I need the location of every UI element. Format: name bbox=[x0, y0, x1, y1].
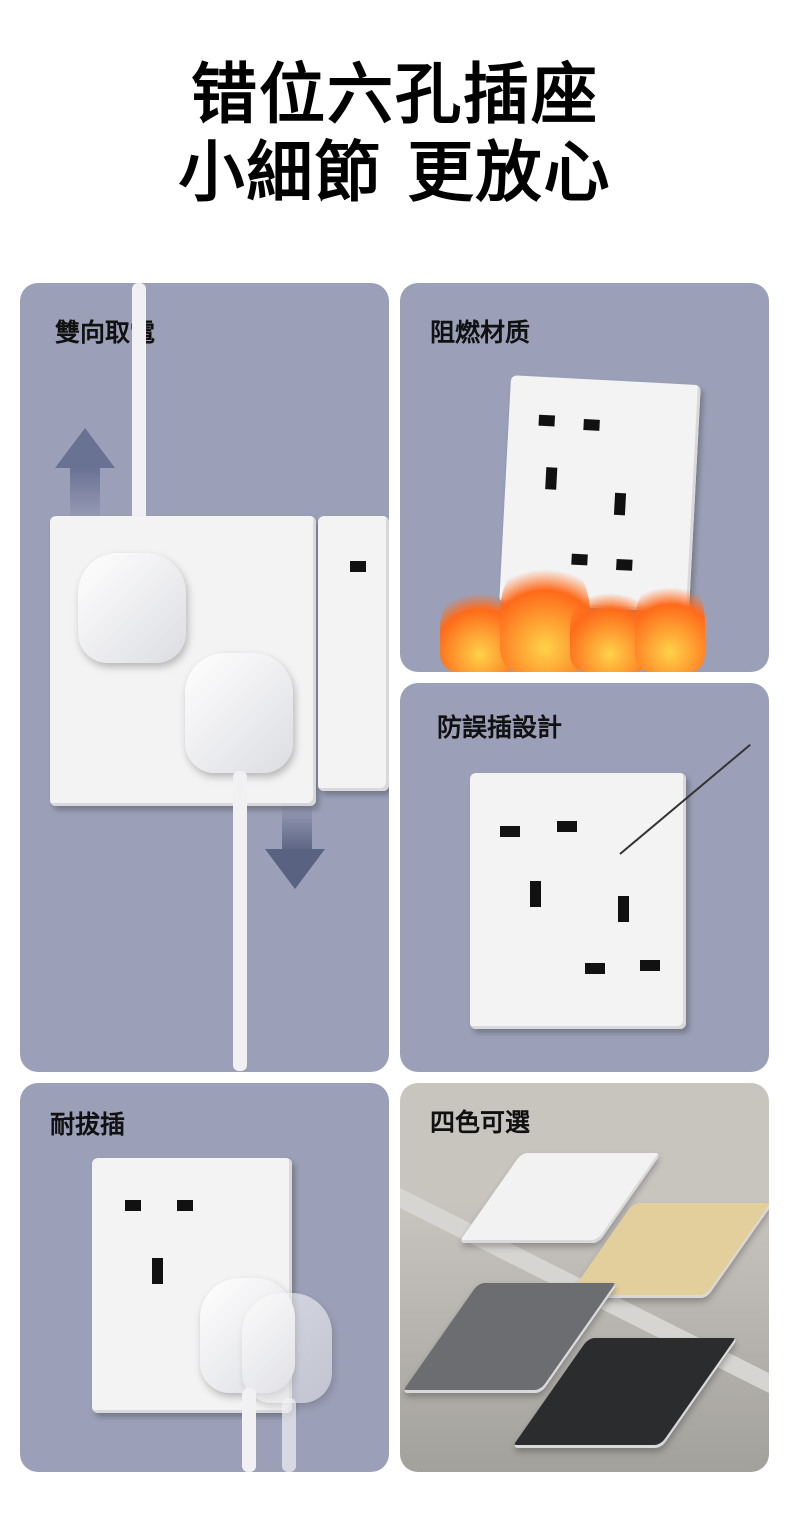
plug bbox=[242, 1293, 332, 1403]
power-cord bbox=[242, 1388, 256, 1472]
headline-line-2: 小細節 更放心 bbox=[178, 134, 612, 211]
plug bbox=[78, 553, 186, 663]
feature-label: 四色可選 bbox=[430, 1108, 531, 1137]
feature-card-four-colors: 四色可選 bbox=[400, 1083, 769, 1472]
power-cord bbox=[282, 1398, 296, 1472]
feature-card-anti-misinsertion: 防誤插設計 bbox=[400, 683, 769, 1072]
arrow-down-icon bbox=[265, 849, 325, 889]
feature-label: 耐拔插 bbox=[50, 1110, 126, 1139]
feature-card-flame-retardant: 阻燃材质 bbox=[400, 283, 769, 672]
power-cord bbox=[132, 283, 146, 543]
feature-label: 防誤插設計 bbox=[437, 713, 563, 742]
power-cord bbox=[233, 771, 247, 1071]
socket-plate bbox=[318, 516, 389, 791]
headline-line-1: 错位六孔插座 bbox=[191, 56, 599, 133]
feature-label: 阻燃材质 bbox=[430, 318, 531, 347]
socket-plate bbox=[470, 773, 686, 1029]
arrow-up-icon bbox=[55, 428, 115, 468]
feature-card-bidirectional: 雙向取電 bbox=[20, 283, 389, 1072]
plug bbox=[185, 653, 293, 773]
flame-icon bbox=[635, 573, 705, 672]
feature-card-durable: 耐拔插 bbox=[20, 1083, 389, 1472]
